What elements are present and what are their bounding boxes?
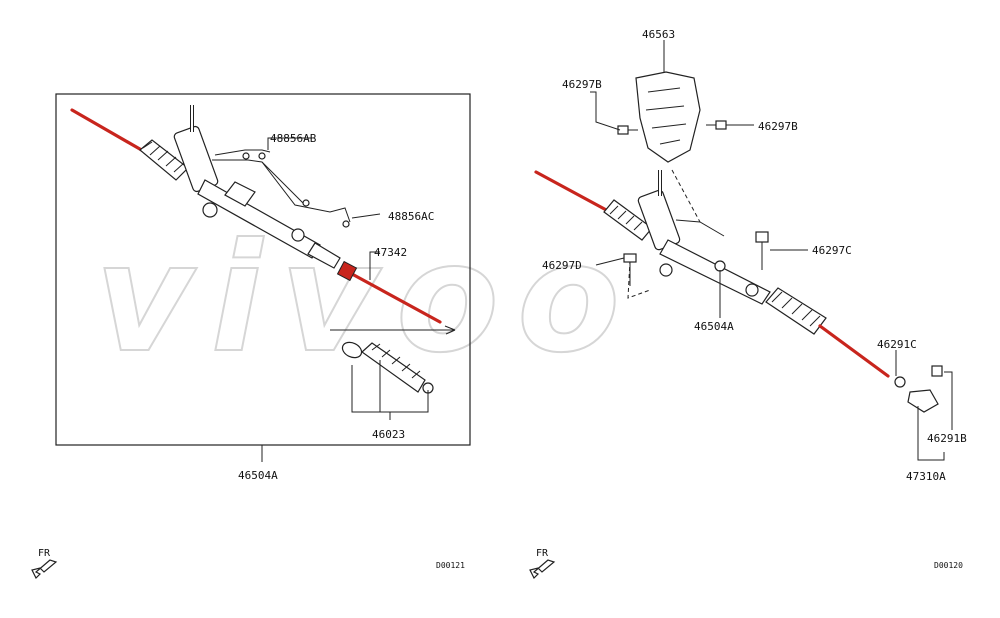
left-rack-tube[interactable] bbox=[197, 179, 321, 259]
label-46291B: 46291B bbox=[927, 432, 967, 445]
watermark: vivoo bbox=[95, 212, 638, 386]
label-46297B-left: 46297B bbox=[562, 78, 602, 91]
right-fr-arrow-icon bbox=[529, 559, 556, 580]
label-47342: 47342 bbox=[374, 246, 407, 259]
left-panel: 48856AB 48856AC 47342 46023 46504A FR D0… bbox=[31, 93, 471, 580]
label-46297C: 46297C bbox=[812, 244, 852, 257]
label-47310A: 47310A bbox=[906, 470, 946, 483]
right-tie-rod-right[interactable] bbox=[818, 324, 890, 378]
right-panel: 46563 46297B 46297B 46297D 46297C 46504A… bbox=[529, 28, 967, 580]
label-46504A-left: 46504A bbox=[238, 469, 278, 482]
label-46291C: 46291C bbox=[877, 338, 917, 351]
right-tie-rod-left[interactable] bbox=[534, 170, 612, 214]
right-fr-label: FR bbox=[536, 548, 549, 559]
left-inner-tie-rod[interactable] bbox=[350, 272, 442, 324]
left-tie-rod-outer[interactable] bbox=[70, 108, 147, 154]
left-fr-arrow-icon bbox=[31, 559, 58, 580]
left-boot-kit[interactable] bbox=[330, 325, 456, 394]
label-46297B-right: 46297B bbox=[758, 120, 798, 133]
label-48856AC: 48856AC bbox=[388, 210, 434, 223]
label-48856AB: 48856AB bbox=[270, 132, 317, 145]
left-diagram-code: D00121 bbox=[436, 561, 465, 570]
right-diagram-code: D00120 bbox=[934, 561, 963, 570]
right-rack-assembly[interactable] bbox=[534, 170, 890, 378]
label-46023: 46023 bbox=[372, 428, 405, 441]
label-46297D: 46297D bbox=[542, 259, 582, 272]
right-heat-shield[interactable] bbox=[635, 71, 701, 163]
label-46563: 46563 bbox=[642, 28, 675, 41]
label-46504A-right: 46504A bbox=[694, 320, 734, 333]
right-tie-rod-end[interactable] bbox=[894, 365, 943, 413]
left-valve-housing[interactable] bbox=[173, 125, 219, 193]
left-panel-frame bbox=[55, 93, 471, 446]
right-bolt-left-top[interactable] bbox=[617, 125, 638, 135]
left-rack-assembly[interactable] bbox=[70, 105, 442, 324]
right-bolt-right-top[interactable] bbox=[706, 120, 727, 130]
left-fr-label: FR bbox=[38, 548, 51, 559]
right-bolt-right-mid[interactable] bbox=[755, 231, 769, 270]
